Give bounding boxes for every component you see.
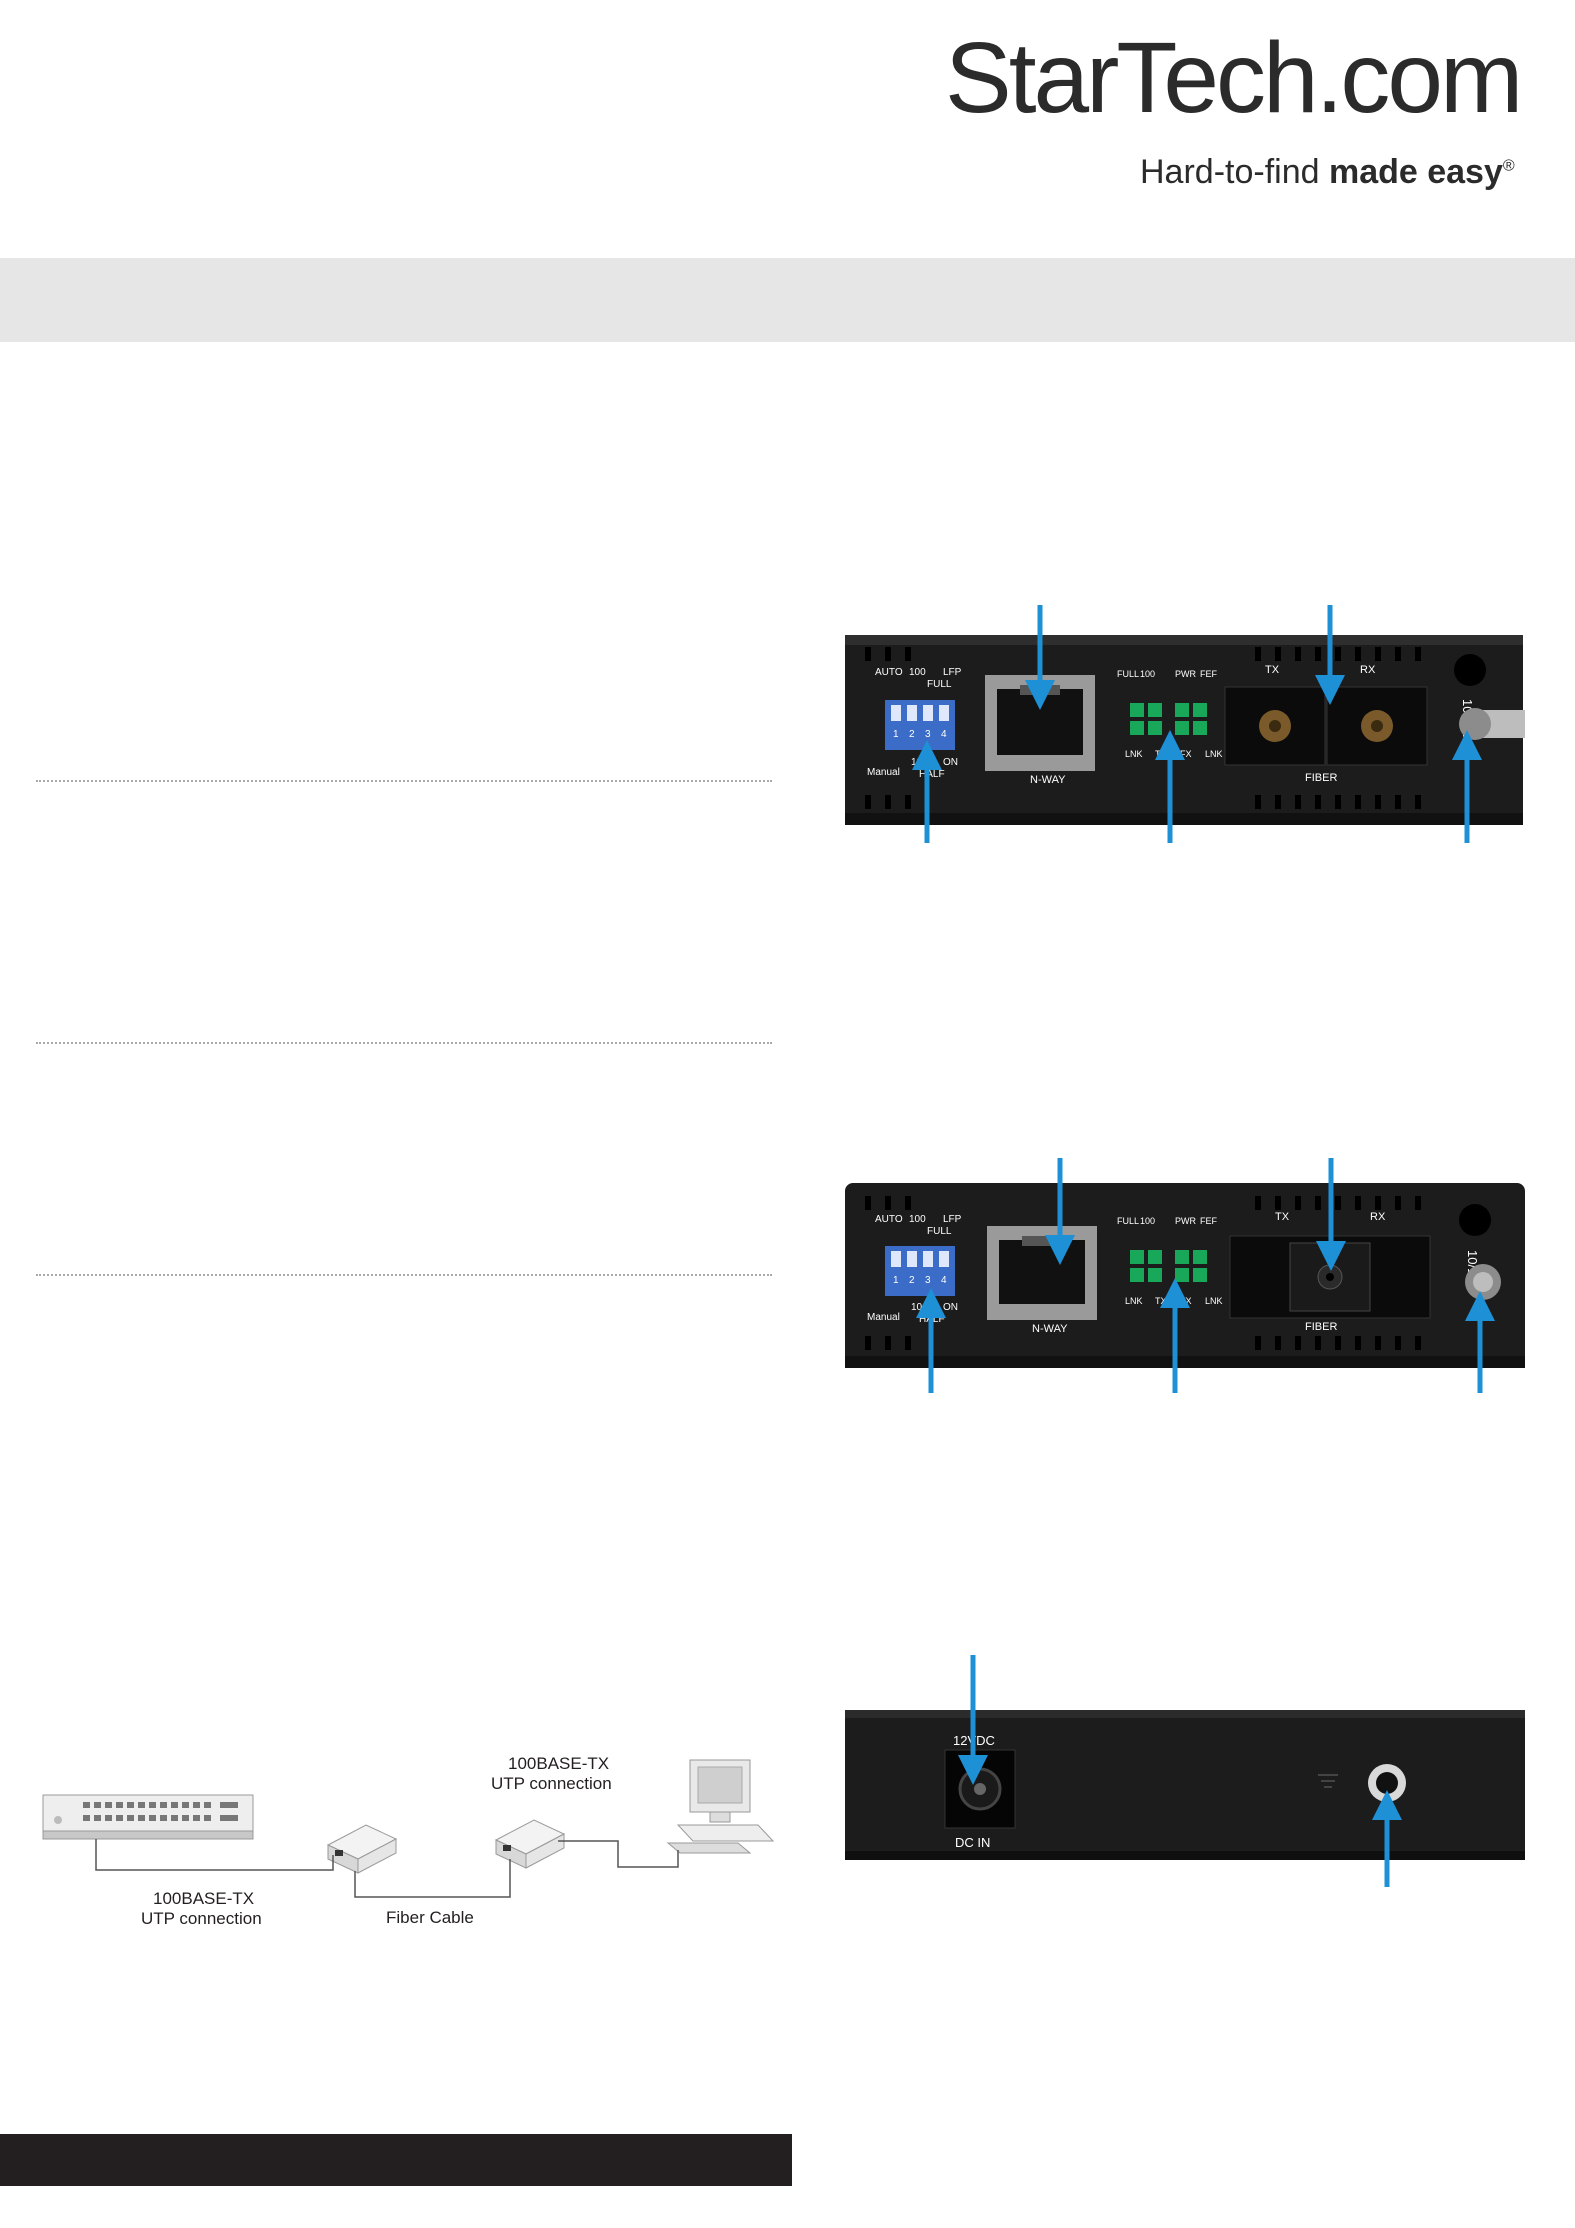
- section-divider: [36, 780, 772, 782]
- port-tx-label: TX: [1265, 664, 1280, 676]
- dip-label-10: 10: [911, 757, 923, 768]
- registered-mark: ®: [1502, 157, 1515, 175]
- dip-number: 2: [909, 1275, 915, 1286]
- media-converter-1: [326, 1824, 398, 1874]
- led-label-lnk: LNK: [1125, 749, 1143, 759]
- fiber-label: FIBER: [1305, 1321, 1337, 1333]
- led-label-100: 100: [1140, 669, 1155, 679]
- dip-label-manual: Manual: [867, 767, 900, 778]
- section-divider: [36, 1274, 772, 1276]
- led-indicators: [1130, 1250, 1207, 1282]
- dip-label-on: ON: [943, 1302, 958, 1313]
- led-label-tx: TX: [1155, 749, 1167, 759]
- dip-label-full: FULL: [927, 679, 952, 690]
- led-label-lnk: LNK: [1205, 1296, 1223, 1306]
- led-label-100: 100: [1140, 1216, 1155, 1226]
- led-label-tx: TX: [1155, 1296, 1167, 1306]
- led-label-pwr: PWR: [1175, 1216, 1196, 1226]
- computer-icon: [666, 1759, 775, 1854]
- led-label-fx: FX: [1180, 1296, 1192, 1306]
- led-label-fx: FX: [1180, 749, 1192, 759]
- led-indicators: [1130, 703, 1207, 735]
- led-label-full: FULL: [1117, 1216, 1139, 1226]
- tagline-bold: made easy: [1328, 153, 1503, 191]
- dip-label-on: ON: [943, 757, 958, 768]
- label-100base-tx-left: 100BASE-TX: [153, 1889, 254, 1908]
- led-label-lnk: LNK: [1125, 1296, 1143, 1306]
- dip-number: 1: [893, 729, 899, 740]
- rj45-label: N-WAY: [1030, 774, 1066, 786]
- section-divider: [36, 1042, 772, 1044]
- media-converter-2: [494, 1819, 566, 1869]
- dip-label-auto: AUTO: [875, 1214, 903, 1225]
- dip-number: 4: [941, 729, 947, 740]
- label-utp-left: UTP connection: [141, 1909, 262, 1928]
- tagline-regular: Hard-to-find: [1140, 153, 1320, 191]
- footer-bar: [0, 2134, 792, 2186]
- dip-number: 3: [925, 729, 931, 740]
- dip-label-100: 100: [909, 1214, 926, 1225]
- logo-tagline: Hard-to-find made easy®: [1140, 155, 1515, 189]
- dip-label-manual: Manual: [867, 1312, 900, 1323]
- label-utp-top: UTP connection: [491, 1774, 612, 1793]
- utp-cable-left: [95, 1839, 334, 1871]
- led-label-fef: FEF: [1200, 669, 1218, 679]
- logo-text: StarTech.com: [945, 22, 1523, 134]
- dip-number: 4: [941, 1275, 947, 1286]
- port-rx-label: RX: [1360, 664, 1376, 676]
- led-label-pwr: PWR: [1175, 669, 1196, 679]
- led-label-lnk: LNK: [1205, 749, 1223, 759]
- dip-label-full: FULL: [927, 1226, 952, 1237]
- label-fiber-cable: Fiber Cable: [386, 1908, 474, 1927]
- port-tx-label: TX: [1275, 1211, 1290, 1223]
- utp-cable-right: [558, 1840, 679, 1868]
- dip-label-lfp: LFP: [943, 667, 962, 678]
- label-100base-tx-top: 100BASE-TX: [508, 1755, 609, 1773]
- rj45-label: N-WAY: [1032, 1323, 1068, 1335]
- dip-label-auto: AUTO: [875, 667, 903, 678]
- led-label-full: FULL: [1117, 669, 1139, 679]
- dip-number: 3: [925, 1275, 931, 1286]
- title-band: [0, 258, 1575, 342]
- front-panel-photo-1: AUTO 100 FULL LFP 1 2 3 4 Manual 10 HALF…: [845, 605, 1525, 843]
- dip-label-half: HALF: [919, 769, 945, 780]
- network-diagram: 100BASE-TX UTP connection 100BASE-TX UTP…: [42, 1755, 775, 1928]
- fiber-cable: [354, 1859, 511, 1898]
- dc-in-label: DC IN: [955, 1835, 990, 1850]
- network-switch: [42, 1794, 254, 1840]
- led-label-fef: FEF: [1200, 1216, 1218, 1226]
- dip-label-10: 10: [911, 1302, 923, 1313]
- dip-label-lfp: LFP: [943, 1214, 962, 1225]
- dip-number: 2: [909, 729, 915, 740]
- front-panel-photo-2: AUTO 100 FULL LFP 1 2 3 4 Manual 10 HALF…: [845, 1158, 1525, 1393]
- dip-number: 1: [893, 1275, 899, 1286]
- startech-logo: StarTech.com: [945, 28, 1523, 128]
- rear-panel-photo: 12VDC DC IN: [845, 1655, 1525, 1887]
- port-rx-label: RX: [1370, 1211, 1386, 1223]
- dip-label-100: 100: [909, 667, 926, 678]
- fiber-label: FIBER: [1305, 772, 1337, 784]
